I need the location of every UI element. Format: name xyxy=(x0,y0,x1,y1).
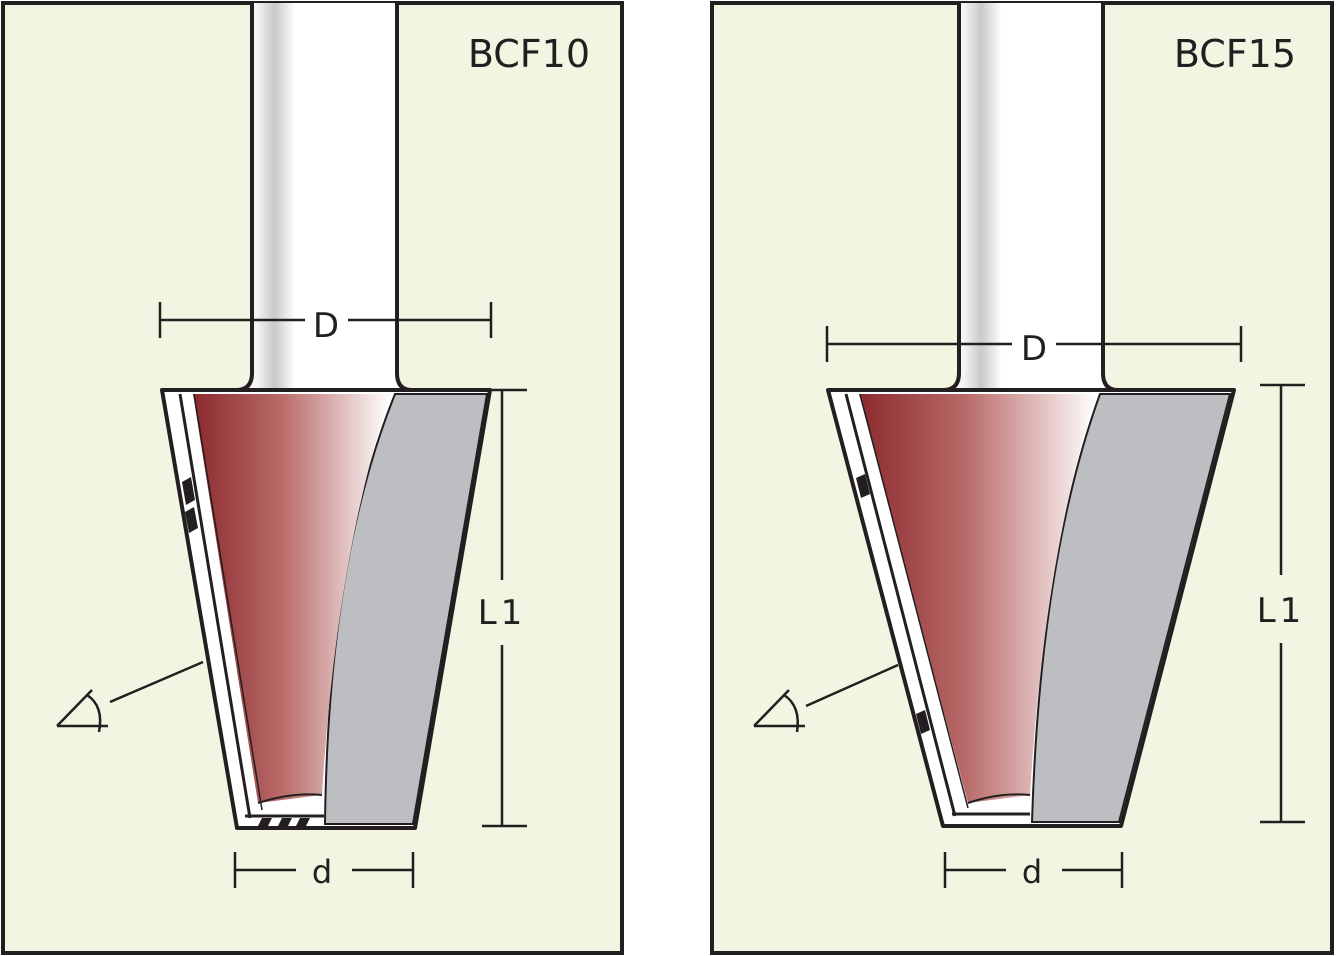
tip-mark xyxy=(278,818,292,826)
cutting-edge-inner xyxy=(859,393,969,809)
dimension-d-tip: d xyxy=(943,852,1124,891)
label-d-tip: d xyxy=(1022,853,1042,891)
angle-indicator-icon xyxy=(753,663,899,733)
label-l1: L1 xyxy=(478,593,527,633)
dimension-l1: L1 xyxy=(1257,383,1306,824)
product-code: BCF10 xyxy=(468,32,590,76)
cutter-flute xyxy=(193,394,390,803)
edge-mark xyxy=(182,477,195,505)
cutting-edge-line xyxy=(844,393,957,817)
cutter-outline xyxy=(160,388,492,830)
panel-bcf15: D L1 d BCF15 xyxy=(710,1,1334,955)
label-d-tip: d xyxy=(312,853,332,891)
dimension-d-major: D xyxy=(825,326,1243,369)
carbide-insert xyxy=(1030,393,1232,823)
angle-indicator-icon xyxy=(56,660,204,733)
shank xyxy=(236,3,410,390)
edge-mark xyxy=(185,507,198,533)
label-l1: L1 xyxy=(1257,591,1306,631)
edge-mark xyxy=(916,710,930,734)
cutting-edge-inner xyxy=(193,393,263,811)
tip-mark xyxy=(258,818,272,826)
panel-bcf10: D L1 d BCF10 xyxy=(1,1,624,955)
label-d-major: D xyxy=(1021,329,1047,369)
flute-bottom-curve xyxy=(967,793,1031,804)
label-d-major: D xyxy=(313,306,339,346)
edge-mark xyxy=(856,474,870,498)
flute-bottom-curve xyxy=(257,793,323,804)
cutter-outline xyxy=(826,388,1236,828)
cutting-edge-line xyxy=(178,393,252,819)
tip-mark xyxy=(296,818,310,826)
dimension-d-major: D xyxy=(158,302,493,346)
product-code: BCF15 xyxy=(1174,32,1296,76)
shank xyxy=(943,3,1116,390)
cutter-flute xyxy=(859,394,1096,803)
dimension-l1: L1 xyxy=(478,388,527,828)
dimension-d-tip: d xyxy=(233,852,415,891)
